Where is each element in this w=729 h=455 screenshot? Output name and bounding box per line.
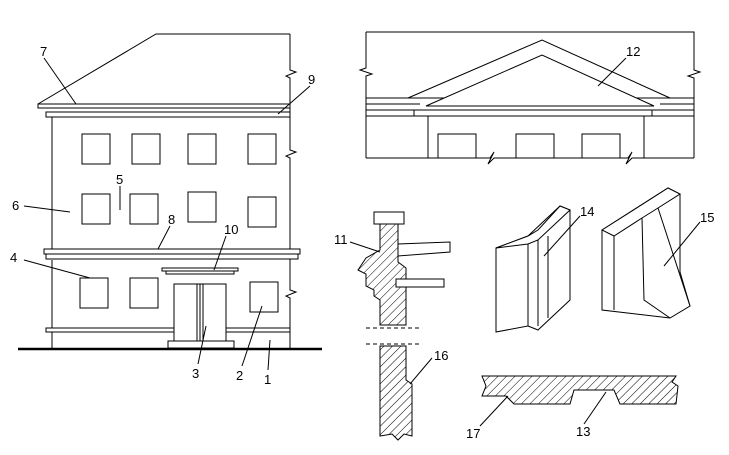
pediment-inner xyxy=(425,54,655,107)
leader-17 xyxy=(479,395,509,427)
top-belt-course xyxy=(45,111,291,118)
label-2: 2 xyxy=(236,368,243,383)
leader-4 xyxy=(23,259,91,279)
pediment-frame xyxy=(366,31,702,158)
window xyxy=(249,281,279,313)
leader-2 xyxy=(241,305,263,367)
entrance-step xyxy=(167,340,235,349)
pediment-elevation xyxy=(358,31,702,165)
slab-detail xyxy=(481,375,679,405)
label-5: 5 xyxy=(116,172,123,187)
pediment-bottom-break xyxy=(366,151,694,165)
label-8: 8 xyxy=(168,212,175,227)
pediment-window xyxy=(515,133,555,159)
eave-slab xyxy=(397,241,451,257)
labels: 7 9 5 6 8 10 4 3 2 1 12 11 16 14 15 17 1… xyxy=(10,44,714,441)
block-15-buttress xyxy=(657,207,691,307)
leader-8 xyxy=(157,225,171,250)
window xyxy=(81,193,111,225)
label-4: 4 xyxy=(10,250,17,265)
label-3: 3 xyxy=(192,366,199,381)
leader-12 xyxy=(597,57,627,87)
plinth-line xyxy=(45,327,291,333)
block-14-top xyxy=(495,205,571,249)
buttress-block xyxy=(600,187,691,319)
leader-14 xyxy=(543,215,581,257)
pediment-frame-left xyxy=(358,32,374,158)
leader-9 xyxy=(277,85,311,115)
section-cap xyxy=(373,211,405,225)
middle-belt-lower xyxy=(45,253,299,260)
label-15: 15 xyxy=(700,210,714,225)
window xyxy=(247,196,277,228)
leader-lines xyxy=(23,57,701,427)
roof-outline xyxy=(37,33,290,105)
cornice-section xyxy=(357,223,407,326)
window xyxy=(129,193,159,225)
block-15-buttress xyxy=(641,217,671,319)
window xyxy=(81,133,111,165)
roof-eave xyxy=(37,103,291,109)
label-6: 6 xyxy=(12,198,19,213)
leader-16 xyxy=(409,357,433,385)
pediment-window xyxy=(581,133,621,159)
leader-7 xyxy=(43,57,77,105)
label-13: 13 xyxy=(576,424,590,439)
door-canopy-lower xyxy=(165,270,235,275)
label-16: 16 xyxy=(434,348,448,363)
label-14: 14 xyxy=(580,204,594,219)
label-7: 7 xyxy=(40,44,47,59)
leader-1 xyxy=(267,339,271,371)
slab-section xyxy=(481,375,679,405)
window xyxy=(79,277,109,309)
label-9: 9 xyxy=(308,72,315,87)
floor-slab xyxy=(395,278,445,288)
window xyxy=(129,277,159,309)
leader-10 xyxy=(213,235,227,271)
leader-6 xyxy=(23,205,71,213)
wall-section xyxy=(357,211,451,441)
label-12: 12 xyxy=(626,44,640,59)
label-17: 17 xyxy=(466,426,480,441)
window xyxy=(187,191,217,223)
pilaster-block xyxy=(495,205,571,333)
window xyxy=(131,133,161,165)
block-14-front xyxy=(495,235,529,333)
leader-3 xyxy=(197,325,207,365)
label-11: 11 xyxy=(334,232,348,247)
pediment-window xyxy=(437,133,477,159)
building-facade xyxy=(18,33,322,351)
facade-break-line xyxy=(284,34,298,348)
label-1: 1 xyxy=(264,372,271,387)
window xyxy=(187,133,217,165)
plinth-section xyxy=(379,345,413,441)
leader-15 xyxy=(663,221,701,267)
label-10: 10 xyxy=(224,222,238,237)
leader-11 xyxy=(349,241,381,253)
window xyxy=(247,133,277,165)
leader-13 xyxy=(583,391,607,425)
middle-belt-course xyxy=(43,248,301,255)
